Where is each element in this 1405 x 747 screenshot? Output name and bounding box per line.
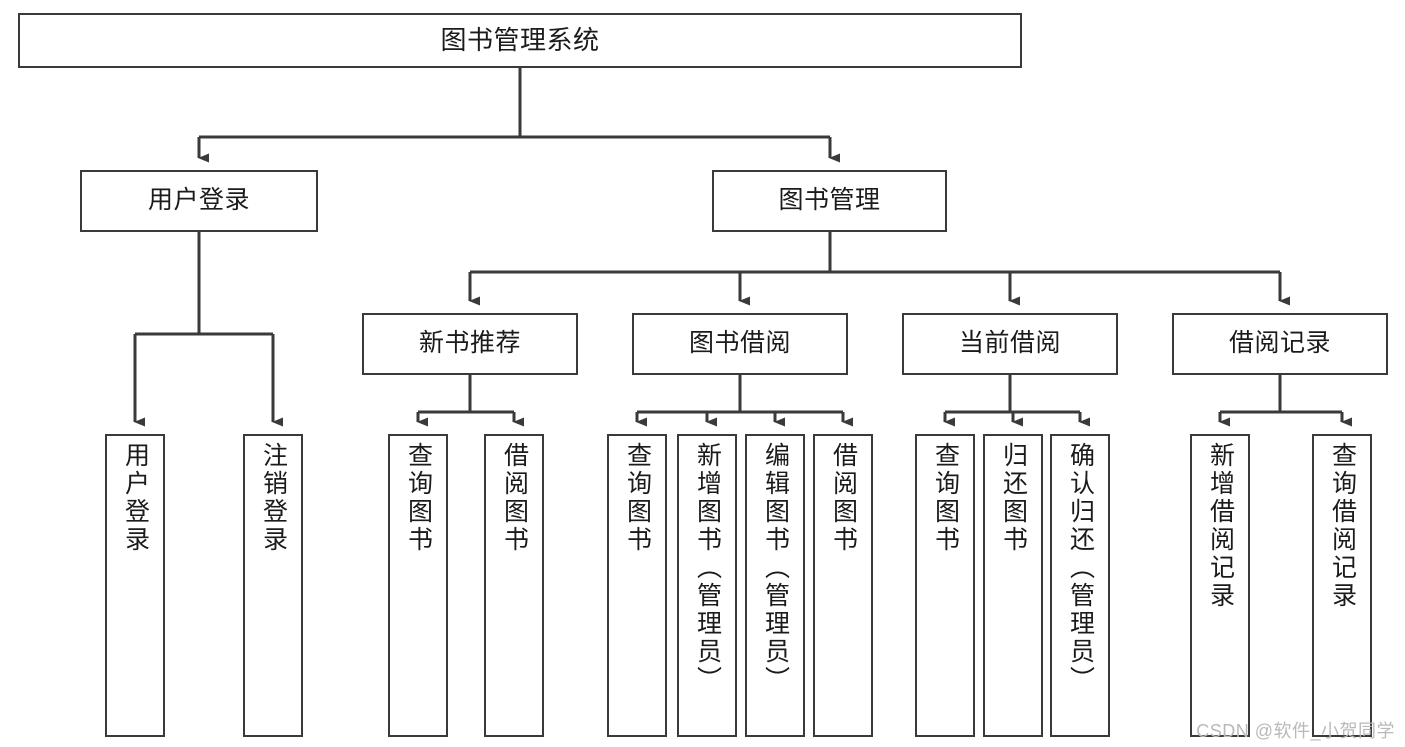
leaf-user-login[interactable]: 用户登录 xyxy=(105,434,165,737)
node-borrow-records[interactable]: 借阅记录 xyxy=(1172,313,1388,375)
node-user-login[interactable]: 用户登录 xyxy=(80,170,318,232)
node-label: 图书管理 xyxy=(778,186,881,215)
leaf-query-borrow-record[interactable]: 查询借阅记录 xyxy=(1312,434,1372,737)
node-label: 图书借阅 xyxy=(688,329,791,358)
leaf-return-book[interactable]: 归还图书 xyxy=(983,434,1043,737)
node-root-system[interactable]: 图书管理系统 xyxy=(18,13,1022,68)
node-label: 用户登录 xyxy=(147,186,250,215)
node-label: 新增图书（管理员） xyxy=(693,442,722,694)
node-label: 图书管理系统 xyxy=(440,25,600,56)
node-label: 用户登录 xyxy=(121,442,150,554)
leaf-add-book-admin[interactable]: 新增图书（管理员） xyxy=(677,434,737,737)
leaf-query-book-current[interactable]: 查询图书 xyxy=(915,434,975,737)
node-new-book-recommend[interactable]: 新书推荐 xyxy=(362,313,578,375)
node-label: 归还图书 xyxy=(999,442,1028,554)
node-label: 编辑图书（管理员） xyxy=(761,442,790,694)
leaf-borrow-book-recommend[interactable]: 借阅图书 xyxy=(484,434,544,737)
leaf-query-book-recommend[interactable]: 查询图书 xyxy=(388,434,448,737)
node-label: 查询图书 xyxy=(404,442,433,554)
node-book-borrow[interactable]: 图书借阅 xyxy=(632,313,848,375)
leaf-borrow-book[interactable]: 借阅图书 xyxy=(813,434,873,737)
leaf-logout[interactable]: 注销登录 xyxy=(243,434,303,737)
node-current-borrow[interactable]: 当前借阅 xyxy=(902,313,1118,375)
leaf-edit-book-admin[interactable]: 编辑图书（管理员） xyxy=(745,434,805,737)
leaf-add-borrow-record[interactable]: 新增借阅记录 xyxy=(1190,434,1250,737)
node-label: 确认归还（管理员） xyxy=(1066,442,1095,694)
leaf-confirm-return-admin[interactable]: 确认归还（管理员） xyxy=(1050,434,1110,737)
leaf-query-book-borrow[interactable]: 查询图书 xyxy=(607,434,667,737)
node-label: 查询借阅记录 xyxy=(1328,442,1357,610)
watermark: CSDN @软件_小贺同学 xyxy=(1196,721,1395,741)
node-label: 借阅记录 xyxy=(1228,329,1331,358)
node-label: 借阅图书 xyxy=(500,442,529,554)
node-label: 注销登录 xyxy=(259,442,288,554)
node-label: 新书推荐 xyxy=(418,329,521,358)
node-label: 借阅图书 xyxy=(829,442,858,554)
node-label: 查询图书 xyxy=(931,442,960,554)
node-label: 查询图书 xyxy=(623,442,652,554)
node-label: 当前借阅 xyxy=(958,329,1061,358)
node-book-management[interactable]: 图书管理 xyxy=(712,170,947,232)
node-label: 新增借阅记录 xyxy=(1206,442,1235,610)
